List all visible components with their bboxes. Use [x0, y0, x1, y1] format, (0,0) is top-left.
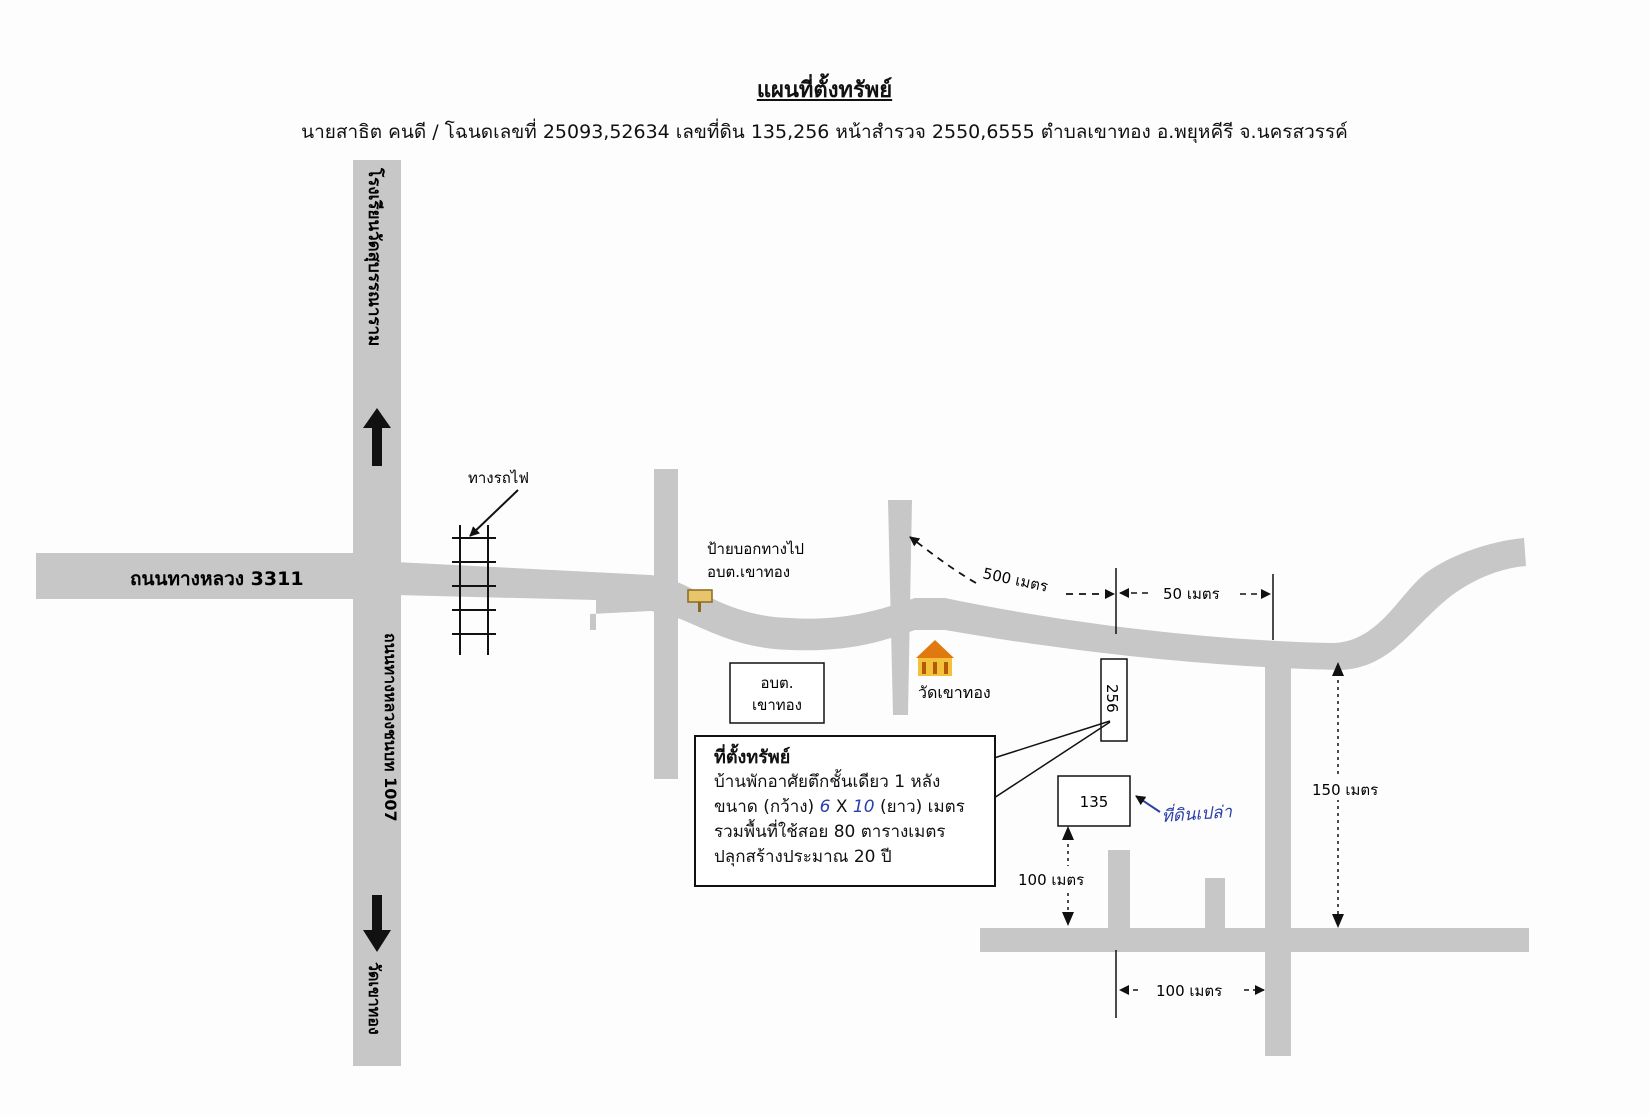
arrow-up-icon — [363, 408, 391, 466]
callout-line-3: รวมพื้นที่ใช้สอย 80 ตารางเมตร — [714, 822, 946, 842]
signpost-icon — [687, 589, 713, 612]
label-bg-100v — [1016, 866, 1092, 890]
label-to-school: โรงเรียนวัดสุบรรณาราม — [364, 167, 385, 346]
obt-office-box — [729, 662, 825, 724]
callout-line-2: ขนาด (กว้าง) 6 X 10 (ยาว) เมตร — [714, 795, 984, 820]
label-sign-1: ป้ายบอกทางไป — [707, 540, 804, 558]
label-highway-3311: ถนนทางหลวง 3311 — [130, 568, 304, 590]
label-highway-1007: ถนนทางหลวงชนบท 1007 — [381, 633, 400, 822]
property-callout: ที่ตั้งทรัพย์ บ้านพักอาศัยตึกชั้นเดียว 1… — [694, 735, 996, 887]
callout-length-value: 10 — [852, 797, 875, 817]
road-network — [36, 160, 1529, 1066]
distance-150-head-top — [1332, 662, 1344, 676]
temple-icon — [916, 640, 954, 676]
direction-arrows — [363, 408, 391, 952]
callout-pointer-lower — [993, 721, 1111, 799]
label-temple: วัดเขาทอง — [918, 683, 991, 702]
railway-track — [452, 525, 496, 655]
road-east-vertical — [1265, 648, 1291, 1056]
label-distance-500: 500 เมตร — [981, 564, 1050, 595]
label-lot-256: 256 — [1103, 684, 1121, 713]
map-title: แผนที่ตั้งทรัพย์ — [756, 78, 893, 103]
label-distance-150: 150 เมตร — [1312, 781, 1378, 799]
map-subtitle: นายสาธิต คนดี / โฉนดเลขที่ 25093,52634 เ… — [301, 121, 1348, 143]
callout-line-1: บ้านพักอาศัยตึกชั้นเดียว 1 หลัง — [714, 772, 941, 792]
callout-width-value: 6 — [819, 797, 831, 817]
label-obt-office-2: เขาทอง — [752, 696, 802, 714]
lot-135-box — [1057, 775, 1131, 827]
distance-100-v-head-bottom — [1062, 912, 1074, 926]
callout-pointer-upper — [993, 720, 1111, 759]
label-railway: ทางรถไฟ — [468, 469, 529, 487]
handwritten-arrow — [1135, 795, 1161, 813]
callout-size-x: X — [835, 797, 848, 817]
distance-100-v-head-top — [1062, 826, 1074, 840]
label-distance-100-vertical: 100 เมตร — [1018, 871, 1084, 889]
lot-256-box — [1100, 658, 1128, 742]
road-stub-2 — [1205, 878, 1225, 930]
label-obt-office-1: อบต. — [760, 674, 793, 692]
callout-line-4: ปลุกสร้างประมาณ 20 ปี — [714, 847, 892, 867]
callout-size-prefix: ขนาด (กว้าง) — [714, 797, 815, 817]
label-sign-2: อบต.เขาทอง — [707, 563, 790, 581]
road-highway-3311-west — [36, 553, 366, 599]
arrow-down-icon — [363, 895, 391, 952]
callout-heading: ที่ตั้งทรัพย์ — [714, 747, 791, 768]
callout-size-suffix: (ยาว) เมตร — [879, 797, 965, 817]
road-bottom — [980, 928, 1529, 952]
label-bg-150 — [1310, 776, 1384, 800]
distance-500-arrow — [909, 536, 977, 584]
distance-150-head-bottom — [1332, 914, 1344, 928]
road-obt — [654, 469, 678, 779]
road-main-east — [395, 538, 1526, 670]
road-temple — [888, 500, 912, 715]
label-lot-135: 135 — [1080, 793, 1109, 811]
label-handwritten-note: ที่ดินเปล่า — [1161, 799, 1233, 827]
label-distance-50: 50 เมตร — [1163, 585, 1220, 603]
label-to-temple: วัดเขาทอง — [365, 962, 384, 1035]
label-distance-100-horizontal: 100 เมตร — [1156, 982, 1222, 1000]
road-stub-1 — [1108, 850, 1130, 930]
railway-pointer-arrow — [469, 489, 519, 537]
